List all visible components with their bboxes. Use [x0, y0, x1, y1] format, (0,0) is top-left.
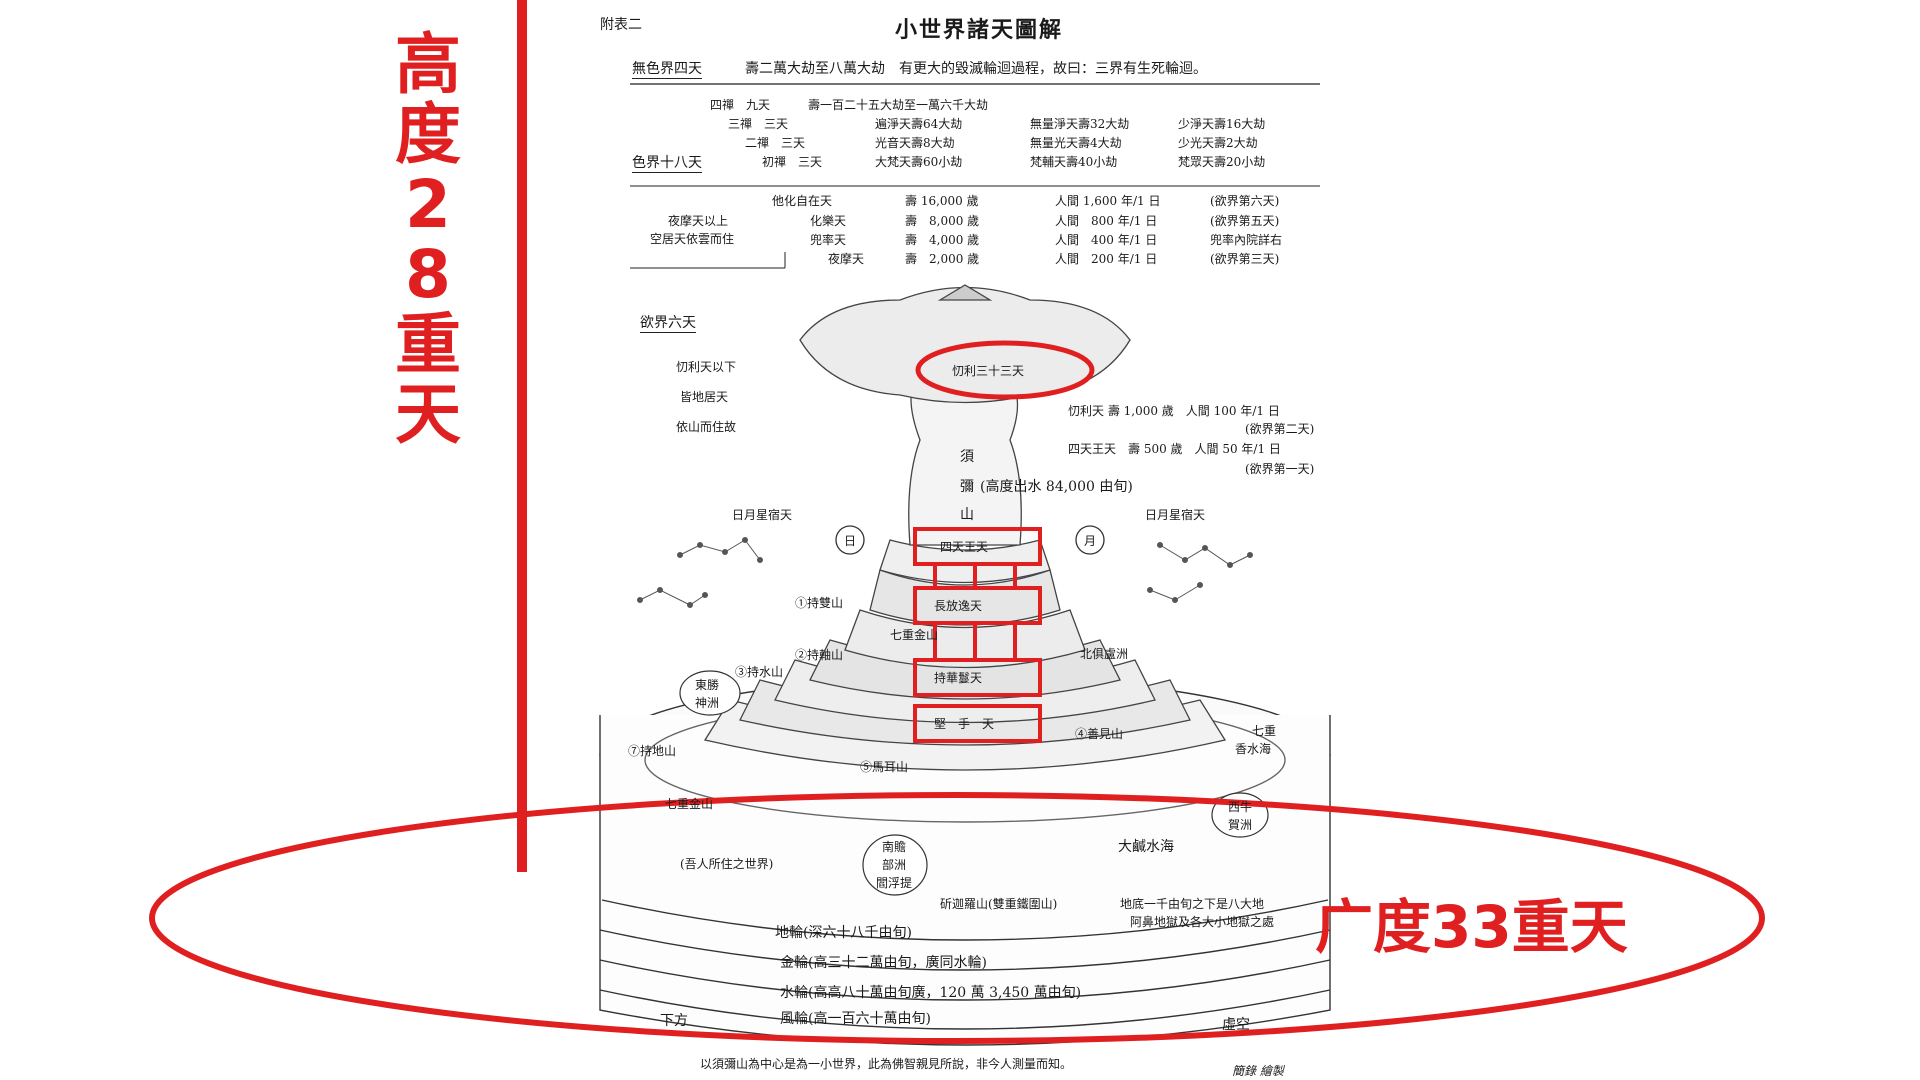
page-title: 小世界諸天圖解	[895, 17, 1064, 43]
stars-right-label: 日月星宿天	[1145, 508, 1206, 522]
our-world-label: (吾人所住之世界)	[680, 857, 774, 871]
table-number: 附表二	[600, 17, 642, 33]
iron-ring-label: 斫迦羅山(雙重鐵圍山)	[940, 897, 1058, 911]
east-continent-label-2: 神洲	[695, 696, 720, 710]
form-realm-label: 色界十八天	[632, 152, 702, 173]
moon-label: 月	[1084, 534, 1097, 548]
breadth-ellipse	[149, 792, 1765, 1044]
trayastrimsa-label: 忉利三十三天	[952, 364, 1025, 378]
east-continent-circle	[679, 670, 741, 716]
east-continent-label-1: 東勝	[695, 678, 720, 692]
south-continent-label-3: 閻浮提	[876, 876, 913, 890]
south-continent-circle	[862, 834, 928, 896]
dhyana-1: 初禪 三天	[762, 155, 823, 169]
earth-wheel: 地輪(深六十八千由旬)	[775, 925, 912, 941]
gold-wheel: 金輪(高三十二萬由旬，廣同水輪)	[780, 955, 987, 971]
water-wheel: 水輪(高高八十萬由旬廣，120 萬 3,450 萬由旬)	[780, 985, 1082, 1001]
south-continent-label-2: 部洲	[882, 858, 907, 872]
dhyana-3: 三禪 三天	[728, 117, 789, 131]
stars-left-label: 日月星宿天	[732, 508, 793, 522]
breadth-label: 广度33重天	[1315, 893, 1628, 961]
tier-label-3: 持華鬘天	[934, 671, 983, 685]
upper-note-1: 夜摩天以上	[668, 214, 729, 228]
tier-label-2: 長放逸天	[934, 599, 983, 613]
footer-text: 以須彌山為中心是為一小世界，此為佛智親見所說，非今人測量而知。	[700, 1057, 1073, 1071]
sumeru-char-3: 山	[960, 507, 974, 523]
upper-note-2: 空居天依雲而住	[650, 232, 735, 246]
dhyana-2: 二禪 三天	[745, 136, 806, 150]
formless-label: 無色界四天	[632, 58, 702, 79]
moon-icon	[1075, 525, 1105, 555]
tier-highlight-1	[913, 527, 1042, 566]
wind-wheel: 風輪(高一百六十萬由旬)	[780, 1011, 931, 1027]
tier-label-4: 堅 手 天	[934, 717, 995, 731]
west-continent-label-2: 賀洲	[1228, 818, 1253, 832]
sumeru-height: (高度出水 84,000 由旬)	[980, 479, 1133, 495]
formless-desc: 壽二萬大劫至八萬大劫 有更大的毀滅輪迴過程，故曰：三界有生死輪迴。	[745, 61, 1207, 77]
tier-label-1: 四天王天	[940, 540, 989, 554]
sumeru-char-1: 須	[960, 449, 974, 465]
void-label: 虛空	[1222, 1017, 1250, 1033]
great-sea-label: 大鹹水海	[1118, 839, 1174, 855]
north-continent-label: 北俱盧洲	[1080, 647, 1129, 661]
seven-gold-label: 七重金山	[890, 628, 939, 642]
tier-highlight-2	[913, 586, 1042, 625]
sun-label: 日	[844, 534, 857, 548]
height-label: 高度28重天	[395, 26, 461, 453]
west-continent-label-1: 西牛	[1228, 800, 1253, 814]
mountain-rings	[703, 539, 1227, 771]
below-label: 下方	[660, 1013, 688, 1029]
footer-credit: 簡錄 繪製	[1232, 1064, 1284, 1078]
trayastrimsa-highlight	[915, 340, 1095, 400]
dhyana-4: 四禪 九天	[710, 98, 771, 112]
desire-realm-label: 欲界六天	[640, 312, 696, 333]
tier-highlight-4	[913, 704, 1042, 743]
sumeru-char-2: 彌	[960, 479, 974, 495]
constellation-icon	[637, 537, 1253, 608]
south-continent-label-1: 南贍	[882, 840, 907, 854]
sun-icon	[835, 525, 865, 555]
tier-highlight-3	[913, 658, 1042, 697]
